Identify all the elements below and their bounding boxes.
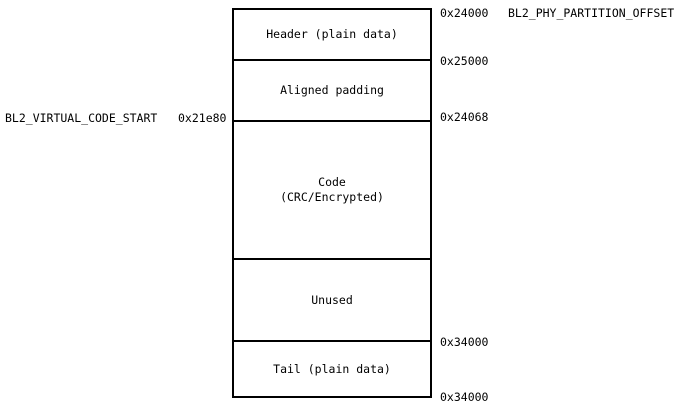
phy-partition-offset-label: BL2_PHY_PARTITION_OFFSET: [508, 6, 675, 20]
section-header-label: Header (plain data): [266, 27, 398, 41]
section-header: Header (plain data): [234, 10, 430, 61]
section-code-sublabel: (CRC/Encrypted): [280, 190, 384, 204]
address-label-tail-start: 0x34000: [440, 335, 489, 349]
address-label-header-end: 0x25000: [440, 54, 489, 68]
section-tail-label: Tail (plain data): [273, 361, 391, 376]
section-aligned-padding-label: Aligned padding: [280, 83, 384, 97]
section-unused: Unused: [234, 260, 430, 342]
address-label-bottom: 0x34000: [440, 390, 489, 404]
virtual-code-start-address: 0x21e80: [178, 111, 227, 125]
section-aligned-padding: Aligned padding: [234, 61, 430, 122]
memory-layout-box: Header (plain data) Aligned padding Code…: [232, 8, 432, 398]
section-code: Code (CRC/Encrypted): [234, 122, 430, 260]
section-unused-label: Unused: [311, 292, 353, 307]
section-tail: Tail (plain data): [234, 342, 430, 396]
address-label-top: 0x24000: [440, 6, 489, 20]
address-label-code-start: 0x24068: [440, 110, 489, 124]
virtual-code-start-label: BL2_VIRTUAL_CODE_START: [5, 111, 158, 125]
section-code-label: Code: [318, 175, 346, 189]
